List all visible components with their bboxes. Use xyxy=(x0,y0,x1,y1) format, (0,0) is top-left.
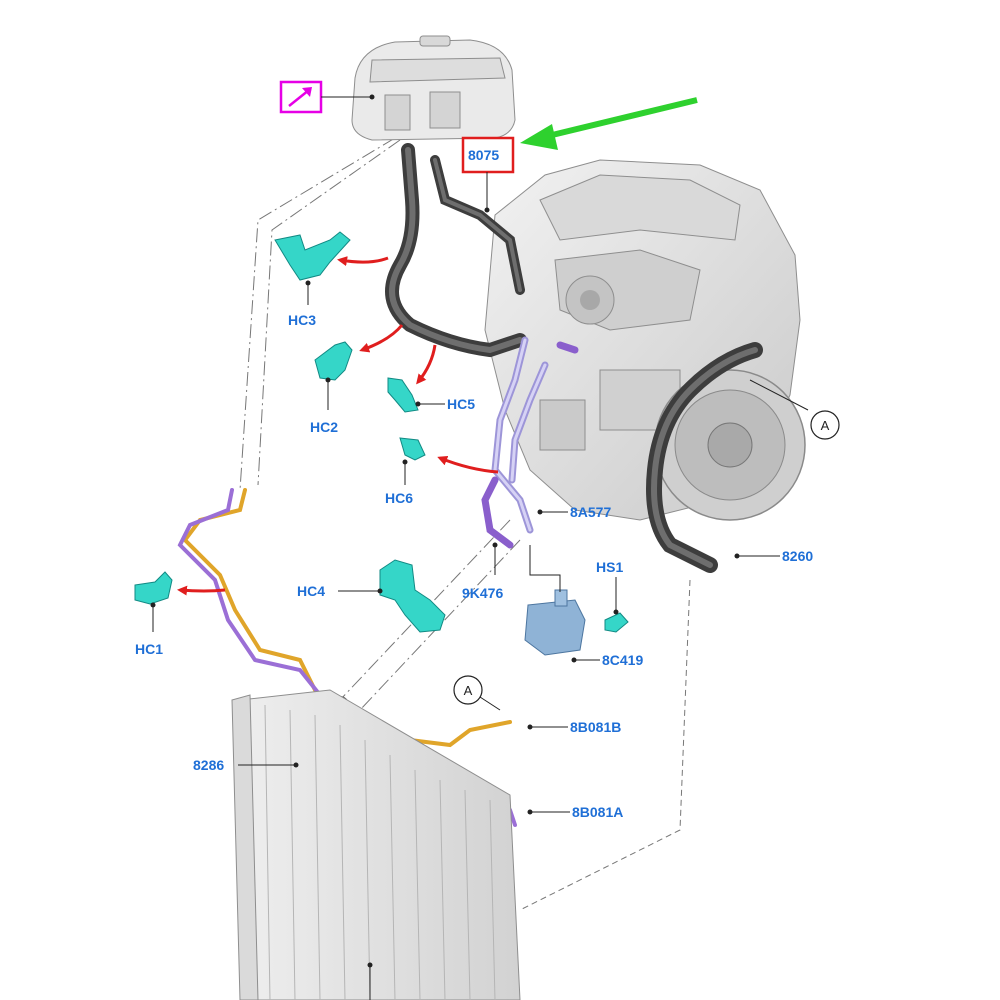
label-hc6: HC6 xyxy=(385,490,413,506)
heater-hose-8a577 xyxy=(491,336,549,534)
label-hs1: HS1 xyxy=(596,559,623,575)
hose-clip-hc2 xyxy=(314,341,353,381)
red-arrows xyxy=(177,256,499,596)
hose-clip-hc5 xyxy=(387,377,419,413)
heater-hose-9k476 xyxy=(481,341,579,549)
highlight-box-8075 xyxy=(461,136,515,174)
flywheel xyxy=(654,369,806,521)
label-8286: 8286 xyxy=(193,757,224,773)
marker-box xyxy=(279,80,375,114)
hose-clip-hc6 xyxy=(399,437,426,461)
label-hc3: HC3 xyxy=(288,312,316,328)
label-8260: 8260 xyxy=(782,548,813,564)
hose-clip-hc3 xyxy=(274,231,351,281)
lower-hose-8260 xyxy=(646,342,763,573)
label-8a577: 8A577 xyxy=(570,504,611,520)
hose-clamp-hs1 xyxy=(604,612,629,633)
callout-labels: HC3 HC2 HC5 HC6 HC4 HC1 8075 8A577 9K476… xyxy=(135,147,813,820)
label-8b081a: 8B081A xyxy=(572,804,623,820)
upper-hose-8075 xyxy=(385,143,527,358)
label-8c419: 8C419 xyxy=(602,652,643,668)
label-hc2: HC2 xyxy=(310,419,338,435)
ref-circle-a-engine: A xyxy=(810,410,840,440)
radiator xyxy=(231,689,521,1000)
hose-clip-hc4 xyxy=(379,559,446,633)
expansion-tank xyxy=(351,35,516,141)
label-8075: 8075 xyxy=(468,147,499,163)
pencil-arrow-icon xyxy=(288,87,312,107)
label-hc5: HC5 xyxy=(447,396,475,412)
ref-label-a-engine: A xyxy=(821,418,830,433)
hose-clip-hc1 xyxy=(134,571,173,605)
coolant-pump-8c419 xyxy=(524,545,586,656)
label-8b081b: 8B081B xyxy=(570,719,621,735)
ref-circle-a-hose: A xyxy=(453,675,483,705)
ref-label-a-hose: A xyxy=(464,683,473,698)
leader-lines xyxy=(150,172,809,1000)
green-pointer-arrow xyxy=(520,97,698,150)
label-hc1: HC1 xyxy=(135,641,163,657)
label-9k476: 9K476 xyxy=(462,585,503,601)
label-hc4: HC4 xyxy=(297,583,325,599)
